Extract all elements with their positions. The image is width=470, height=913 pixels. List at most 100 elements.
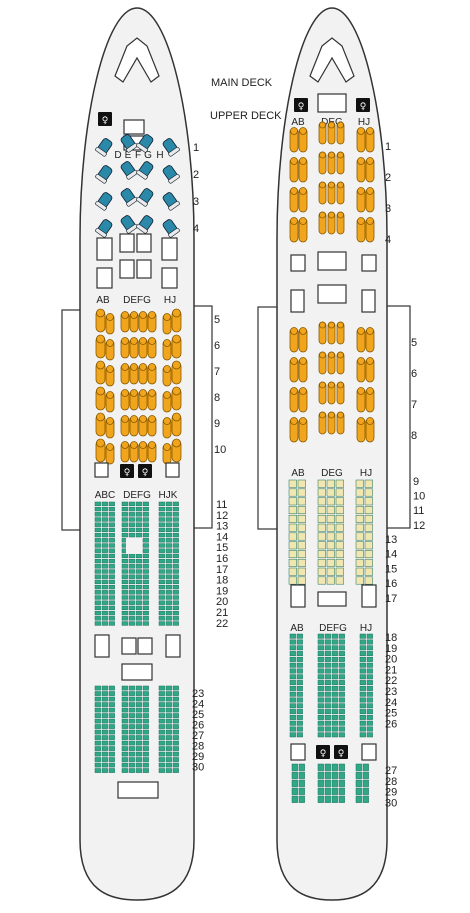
economy-seat (128, 600, 135, 605)
economy-seat (128, 718, 135, 724)
economy-seat (324, 779, 331, 787)
business-seat-head (106, 391, 114, 399)
premium-economy-seat (355, 567, 364, 576)
economy-seat (101, 713, 108, 718)
economy-seat (101, 553, 108, 559)
economy-seat (158, 751, 165, 757)
economy-seat (324, 726, 331, 732)
business-seat-head (337, 121, 344, 129)
economy-seat (331, 779, 338, 787)
toilet-icon (316, 745, 330, 759)
economy-seat (317, 771, 324, 779)
economy-seat (359, 720, 366, 726)
premium-economy-seat (326, 479, 335, 488)
economy-seat (121, 564, 128, 569)
economy-seat (172, 522, 179, 527)
economy-seat (94, 610, 101, 616)
premium-economy-seat (335, 523, 344, 532)
economy-seat (165, 746, 172, 751)
economy-seat (121, 522, 128, 527)
economy-seat (324, 697, 331, 703)
economy-seat (359, 680, 366, 686)
premium-economy-seat (297, 532, 306, 541)
economy-seat (165, 691, 172, 696)
economy-seat (291, 771, 298, 779)
economy-seat (158, 729, 165, 735)
column-header: G (144, 150, 152, 161)
business-seat-head (357, 327, 365, 335)
premium-economy-seat (317, 550, 326, 559)
economy-seat (172, 553, 179, 559)
business-seat-head (163, 417, 171, 425)
economy-seat (108, 527, 115, 533)
column-header: HJ (164, 295, 176, 306)
premium-economy-seat (288, 488, 297, 497)
economy-seat (101, 616, 108, 621)
galley-icon (161, 267, 178, 289)
business-seat-head (337, 211, 344, 219)
business-seat-head (148, 415, 156, 423)
economy-seat (108, 564, 115, 569)
row-number: 19 (216, 585, 228, 597)
row-number: 8 (411, 430, 417, 442)
row-number: 15 (385, 563, 397, 575)
economy-seat (101, 746, 108, 751)
economy-seat (121, 768, 128, 773)
business-seat-head (96, 334, 105, 344)
business-seat-head (319, 321, 326, 329)
toilet-glyph: ♀ (102, 116, 109, 126)
row-number: 7 (411, 399, 417, 411)
business-seat-head (130, 363, 138, 371)
economy-seat (101, 548, 108, 553)
toilet-glyph: ♀ (298, 102, 305, 112)
economy-seat (289, 697, 296, 703)
economy-seat (324, 709, 331, 715)
premium-economy-seat (297, 550, 306, 559)
economy-seat (142, 724, 149, 729)
economy-seat (142, 702, 149, 707)
economy-seat (172, 590, 179, 595)
economy-seat (172, 543, 179, 548)
economy-seat (128, 757, 135, 762)
row-number: 24 (385, 697, 397, 709)
business-seat-head (139, 337, 147, 345)
row-number: 2 (385, 172, 391, 184)
economy-seat (158, 506, 165, 512)
economy-seat (158, 522, 165, 527)
business-seat-head (319, 181, 326, 189)
first-seat-footrest (95, 173, 107, 184)
premium-economy-seat (297, 488, 306, 497)
economy-seat (128, 569, 135, 574)
row-number: 15 (216, 542, 228, 554)
exit-door-icon (290, 584, 306, 608)
economy-seat (331, 720, 338, 726)
economy-seat (331, 633, 338, 639)
row-number: 16 (385, 578, 397, 590)
economy-seat (324, 763, 331, 771)
economy-seat (317, 709, 324, 715)
premium-economy-seat (326, 541, 335, 550)
economy-seat (165, 538, 172, 543)
economy-seat (94, 768, 101, 773)
first-seat (120, 188, 138, 207)
economy-seat (108, 746, 115, 751)
business-seat-head (290, 387, 298, 395)
economy-seat (331, 680, 338, 686)
economy-seat (101, 506, 108, 512)
economy-seat (289, 674, 296, 680)
economy-seat (128, 696, 135, 702)
economy-seat (142, 548, 149, 553)
economy-seat (94, 590, 101, 595)
galley-icon (137, 637, 153, 655)
economy-seat (366, 645, 373, 651)
economy-seat (142, 740, 149, 746)
toilet-glyph: ♀ (360, 102, 367, 112)
exit-door-icon (361, 289, 376, 313)
row-number: 24 (192, 699, 204, 711)
row-number: 30 (192, 762, 204, 774)
economy-seat (324, 703, 331, 709)
premium-economy-seat (355, 550, 364, 559)
column-header: F (135, 150, 141, 161)
economy-seat (366, 639, 373, 645)
row-number: 9 (413, 476, 419, 488)
